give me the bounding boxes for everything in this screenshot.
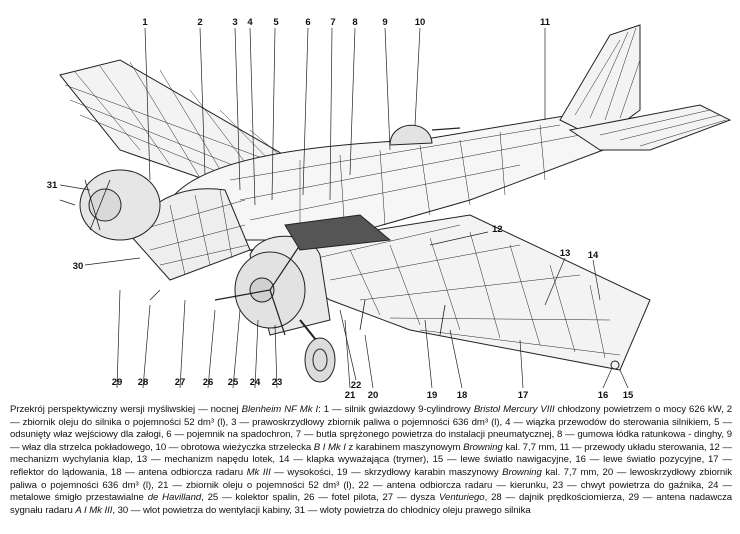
callout-11: 11 <box>540 17 551 28</box>
callout-27: 27 <box>175 377 186 388</box>
callout-31: 31 <box>47 180 58 191</box>
callout-26: 26 <box>203 377 214 388</box>
callout-14: 14 <box>588 250 599 261</box>
caption-text-7: , 25 — kolektor spalin, 26 — fotel pilot… <box>201 492 440 504</box>
caption-text-2: chłodzony powietrzem o mocy 626 kW, 2 — … <box>10 404 732 453</box>
caption-text-8: , 28 — dajnik prędkościomierza, 29 — ant… <box>10 492 732 516</box>
callout-3: 3 <box>232 17 237 28</box>
aircraft-cutaway-drawing: 1 2 3 4 5 6 7 8 9 10 11 12 13 14 15 16 1… <box>47 17 732 400</box>
callout-17: 17 <box>518 390 529 400</box>
caption-text-1: : 1 — silnik gwiazdowy 9-cylindrowy <box>318 404 474 415</box>
caption-gun-name-2: Browning <box>502 466 542 478</box>
callout-2: 2 <box>197 17 202 28</box>
callout-21: 21 <box>345 390 356 400</box>
callout-4: 4 <box>247 17 253 28</box>
caption-venturi: Venturiego <box>439 492 485 504</box>
callout-16: 16 <box>598 390 609 400</box>
callout-22: 22 <box>351 380 362 391</box>
callout-13: 13 <box>560 248 571 259</box>
callout-leader-lines <box>59 27 629 389</box>
callout-1: 1 <box>142 17 148 28</box>
caption-text-3: z karabinem maszynowym <box>345 441 464 453</box>
callout-25: 25 <box>228 377 239 388</box>
callout-30: 30 <box>73 261 84 272</box>
callout-10: 10 <box>415 17 426 28</box>
airframe-outline <box>59 24 732 383</box>
caption-text-6: kal. 7,7 mm, 20 — lewoskrzydłowy zbiorni… <box>10 466 733 504</box>
callout-19: 19 <box>427 390 438 400</box>
callout-12: 12 <box>492 224 503 235</box>
caption-text-9: , 30 — wlot powietrza do wentylacji kabi… <box>112 504 531 516</box>
callout-6: 6 <box>305 17 310 28</box>
callout-23: 23 <box>272 377 283 388</box>
caption-text-4: kal. 7,7 mm, 11 — przewody układu sterow… <box>10 441 732 478</box>
caption-gun-name-1: Browning <box>463 441 503 453</box>
caption-radar-name: Mk III <box>246 466 271 478</box>
callout-20: 20 <box>368 390 379 400</box>
caption-turret-name: B I Mk I <box>313 441 346 453</box>
callout-9: 9 <box>382 17 387 28</box>
caption-aircraft-name: Blenheim NF Mk I <box>241 404 319 415</box>
callout-8: 8 <box>352 17 357 28</box>
caption-radar-tx-name: A I Mk III <box>75 504 113 516</box>
caption-lead: Przekrój perspektywiczny wersji myśliwsk… <box>10 404 242 415</box>
callout-24: 24 <box>250 377 261 388</box>
callout-15: 15 <box>623 390 634 400</box>
caption-text-5: — wysokości, 19 — skrzydłowy karabin mas… <box>270 466 503 478</box>
callout-numbers: 1 2 3 4 5 6 7 8 9 10 11 12 13 14 15 16 1… <box>47 17 634 400</box>
callout-7: 7 <box>330 17 335 28</box>
caption-propeller-maker: de Havilland <box>147 492 202 504</box>
callout-28: 28 <box>138 377 149 388</box>
callout-29: 29 <box>112 377 123 388</box>
callout-5: 5 <box>273 17 279 28</box>
caption-engine-name: Bristol Mercury VIII <box>473 404 555 415</box>
figure-caption: Przekrój perspektywiczny wersji myśliwsk… <box>10 404 732 530</box>
callout-18: 18 <box>457 390 468 400</box>
